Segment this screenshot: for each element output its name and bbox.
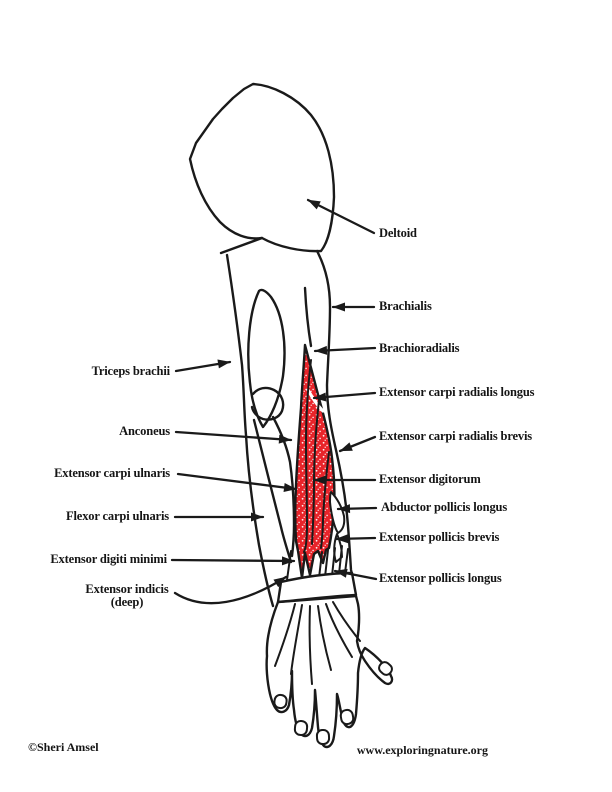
brachialis-groove-line xyxy=(303,286,313,348)
label-anconeus: Anconeus xyxy=(119,424,170,438)
label-triceps-brachii: Triceps brachii xyxy=(91,364,171,378)
extensor-muscles-highlight xyxy=(294,343,336,580)
footer-copyright: ©Sheri Amsel xyxy=(28,740,99,754)
fingernails xyxy=(273,661,393,746)
label-abductor-pollicis-longus: Abductor pollicis longus xyxy=(381,500,508,514)
arrow-extensor-indicis xyxy=(173,575,288,605)
index-nail xyxy=(339,708,355,726)
label-extensor-digiti-minimi: Extensor digiti minimi xyxy=(50,552,167,566)
arrow-brachioradialis xyxy=(313,345,377,355)
label-extensor-carpi-radialis-longus: Extensor carpi radialis longus xyxy=(379,385,535,399)
label-extensor-pollicis-longus: Extensor pollicis longus xyxy=(379,571,502,585)
label-flexor-carpi-ulnaris: Flexor carpi ulnaris xyxy=(65,509,169,523)
label-deltoid: Deltoid xyxy=(379,226,417,240)
label-extensor-pollicis-brevis: Extensor pollicis brevis xyxy=(379,530,500,544)
fcu-line xyxy=(252,418,293,564)
label-extensor-indicis: Extensor indicis (deep) xyxy=(67,583,187,609)
label-extensor-carpi-ulnaris: Extensor carpi ulnaris xyxy=(54,466,170,480)
arrow-anconeus xyxy=(174,430,293,444)
wrist-retinaculum-band xyxy=(276,571,358,604)
shoulder-v-line xyxy=(219,236,264,255)
label-extensor-indicis-line1: Extensor indicis xyxy=(85,582,169,596)
arm-left-contour xyxy=(225,253,275,608)
thumb-nail xyxy=(378,661,393,676)
arrow-extensor-carpi-radialis-brevis xyxy=(338,435,377,453)
olecranon-circle xyxy=(250,386,285,421)
arm-right-contour xyxy=(315,249,354,576)
pinky-nail xyxy=(273,693,288,710)
footer-website: www.exploringnature.org xyxy=(356,743,488,757)
triceps-tendon-shape xyxy=(247,288,286,429)
ring-nail xyxy=(293,719,309,737)
middle-nail xyxy=(315,728,331,746)
arrow-abductor-pollicis-longus xyxy=(336,504,378,514)
deltoid-muscle-shape xyxy=(188,82,336,253)
label-extensor-digitorum: Extensor digitorum xyxy=(379,472,481,486)
arrow-triceps-brachii xyxy=(174,359,232,373)
label-brachioradialis: Brachioradialis xyxy=(379,341,460,355)
label-extensor-carpi-radialis-brevis: Extensor carpi radialis brevis xyxy=(379,429,533,443)
hand-outline xyxy=(265,594,394,749)
arrow-extensor-carpi-radialis-longus xyxy=(312,391,377,402)
label-extensor-indicis-line2: (deep) xyxy=(110,595,144,609)
label-brachialis: Brachialis xyxy=(379,299,432,313)
arrow-extensor-digiti-minimi xyxy=(170,556,296,566)
arrow-deltoid xyxy=(306,198,376,235)
arrow-extensor-pollicis-longus xyxy=(333,568,378,581)
arrow-extensor-pollicis-brevis xyxy=(334,534,377,544)
arrow-extensor-carpi-ulnaris xyxy=(176,472,298,492)
hand-tendon-fan xyxy=(274,601,361,685)
